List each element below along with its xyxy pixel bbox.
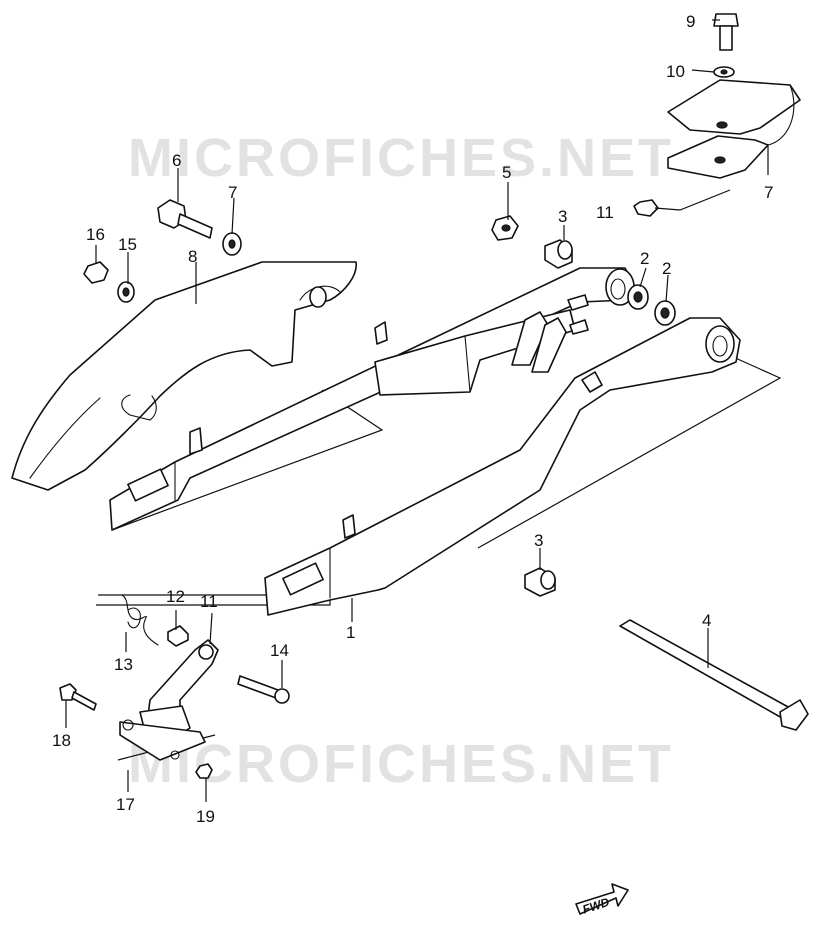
bolt-part-10[interactable] [713, 13, 739, 51]
callout-17: 15 [118, 235, 137, 254]
collar-part-3-upper[interactable] [544, 239, 573, 269]
callout-16: 14 [270, 641, 289, 660]
nut-part-21[interactable] [195, 763, 213, 779]
nut-part-5[interactable] [491, 215, 519, 241]
callout-7: 7 [228, 183, 237, 202]
callout-20: 18 [52, 731, 71, 750]
bolt-part-6[interactable] [157, 199, 213, 239]
spring-part-15[interactable] [121, 594, 159, 646]
leader-lines [65, 19, 769, 802]
nut-part-18[interactable] [83, 261, 109, 284]
callout-18: 16 [86, 225, 105, 244]
callout-11: 10 [666, 62, 685, 81]
callout-14: 12 [166, 587, 185, 606]
callout-2-left: 2 [640, 249, 649, 268]
bolt-part-16[interactable] [237, 675, 290, 704]
callout-21: 19 [196, 807, 215, 826]
callout-9: 7 [764, 183, 773, 202]
watermark-top: MICROFICHES.NET [128, 128, 674, 188]
washer-part-17[interactable] [117, 281, 135, 303]
bushing-part-2-right[interactable] [654, 300, 676, 326]
callout-13: 11 [200, 592, 218, 611]
callout-6: 6 [172, 151, 181, 170]
pin-part-14[interactable] [167, 625, 189, 647]
callout-labels: 9 10 7 11 5 3 2 2 3 4 6 7 16 15 8 1 12 1… [52, 12, 773, 826]
pivot-shaft-part-4[interactable] [619, 619, 809, 731]
forward-arrow-icon: FWD [575, 883, 629, 917]
callout-3-lower: 3 [534, 531, 543, 550]
callout-5: 5 [502, 163, 511, 182]
callout-12: 11 [596, 203, 614, 222]
bushing-part-2-left[interactable] [627, 284, 649, 310]
callout-15: 13 [114, 655, 133, 674]
callout-19: 17 [116, 795, 135, 814]
watermark-bottom: MICROFICHES.NET [128, 734, 674, 794]
chain-guide-part-9[interactable] [667, 79, 801, 179]
collar-part-3-lower[interactable] [524, 567, 556, 597]
callout-2-right: 2 [662, 259, 671, 278]
washer-part-7[interactable] [222, 232, 242, 256]
callout-3-upper: 3 [558, 207, 567, 226]
bolt-part-20[interactable] [59, 683, 97, 711]
fwd-label: FWD [581, 895, 612, 917]
callout-8: 8 [188, 247, 197, 266]
part-outline-lines [96, 351, 782, 761]
plate-part-19[interactable] [119, 719, 206, 761]
callout-1: 1 [346, 623, 355, 642]
swing-arm-part-1[interactable] [109, 267, 741, 616]
washer-part-11[interactable] [713, 66, 735, 78]
chain-case-part-8[interactable] [11, 261, 357, 491]
callout-4: 4 [702, 611, 711, 630]
callout-10: 9 [686, 12, 695, 31]
nut-part-12[interactable] [633, 199, 659, 217]
